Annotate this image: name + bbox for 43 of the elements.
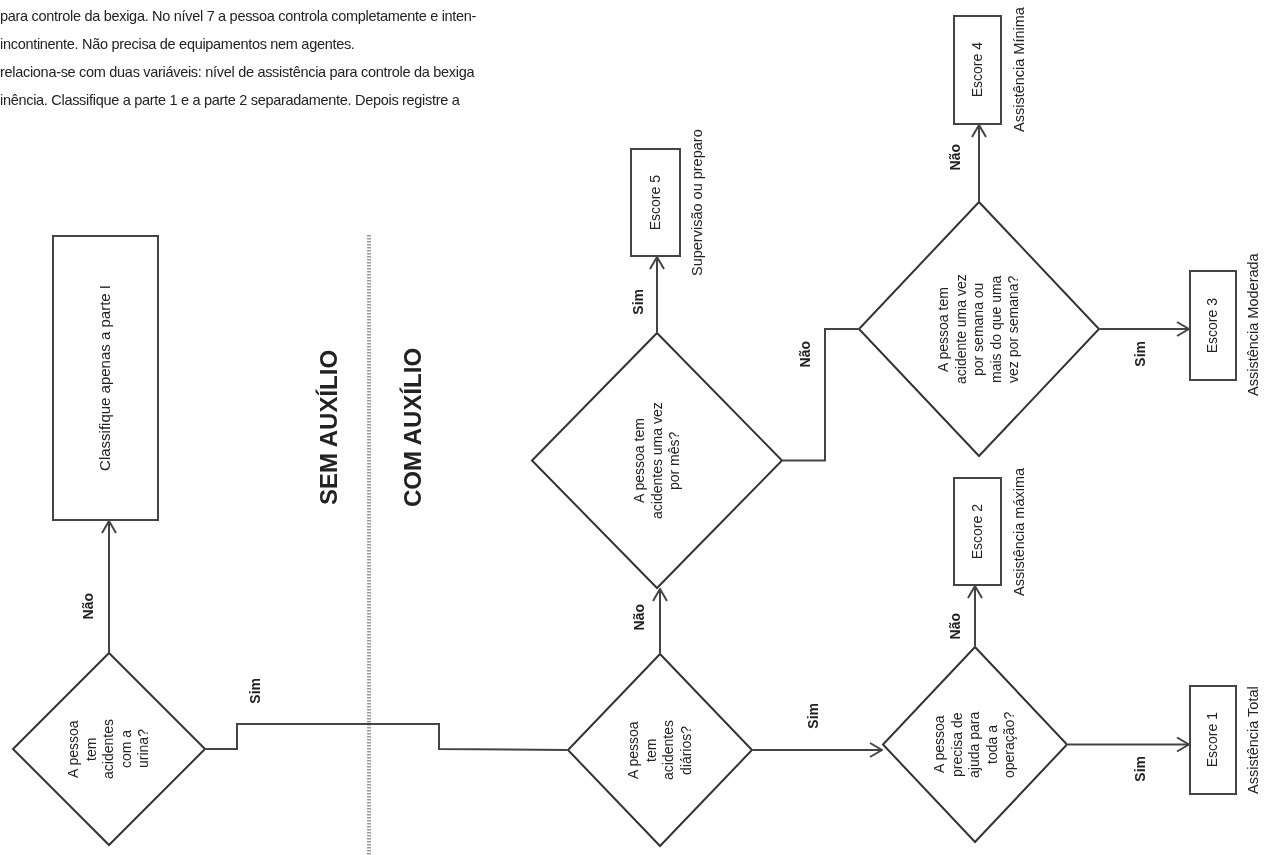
question-text: A pessoa precisa de ajuda para toda a operação? xyxy=(931,710,1019,780)
decision-diamond xyxy=(858,201,1100,457)
question-text: A pessoa tem acidentes com a urina? xyxy=(65,718,153,781)
arrow xyxy=(971,124,987,202)
box-text: Escore 2 xyxy=(968,503,986,560)
section-heading: SEM AUXÍLIO xyxy=(314,348,343,508)
process-box xyxy=(953,477,1002,586)
process-box xyxy=(52,235,159,521)
process-box xyxy=(953,15,1002,125)
caption-text: Assistência Total xyxy=(1244,685,1262,797)
decision-diamond xyxy=(531,332,783,589)
question-text: A pessoa tem acidente uma vez por semana ou mais do que uma vez por semana? xyxy=(935,273,1023,386)
arrow xyxy=(967,585,983,647)
caption-text: Supervisão ou preparo xyxy=(688,128,706,278)
connector-line xyxy=(782,328,859,462)
paragraph-text: incontinente. Não precisa de equipamentos nem agentes. xyxy=(0,36,355,52)
caption-text: Assistência Moderada xyxy=(1244,252,1262,399)
paragraph-text: relaciona-se com duas variáveis: nível de assistência para controle da bexiga xyxy=(0,64,475,80)
process-box xyxy=(1189,270,1237,381)
arrow xyxy=(1099,321,1190,337)
connector-line xyxy=(205,723,568,751)
box-text: Escore 4 xyxy=(968,42,986,98)
process-box xyxy=(630,148,681,257)
paragraph-text: para controle da bexiga. No nível 7 a pessoa controla completamente e inten- xyxy=(0,8,477,24)
box-text: Classifique apenas a parte I xyxy=(96,285,115,471)
box-text: Escore 5 xyxy=(646,174,664,231)
box-text: Escore 3 xyxy=(1204,297,1222,354)
process-box xyxy=(1189,685,1237,795)
arrow xyxy=(652,588,668,654)
question-text: A pessoa tem acidentes diários? xyxy=(625,719,695,782)
decision-diamond xyxy=(882,646,1068,843)
paragraph-text: inência. Classifique a parte 1 e a parte 2 separadamente. Depois registre a xyxy=(0,92,460,108)
arrow xyxy=(101,520,117,653)
arrow xyxy=(649,256,665,333)
decision-diamond xyxy=(567,653,753,847)
caption-text: Assistência máxima xyxy=(1010,466,1028,599)
caption-text: Assistência Mínima xyxy=(1010,6,1028,135)
decision-diamond xyxy=(12,652,206,846)
box-text: Escore 1 xyxy=(1204,712,1222,768)
arrow xyxy=(752,742,883,758)
section-heading: COM AUXÍLIO xyxy=(398,346,427,510)
question-text: A pessoa tem acidentes uma vez por mês? xyxy=(630,401,683,521)
arrow xyxy=(1067,736,1190,753)
